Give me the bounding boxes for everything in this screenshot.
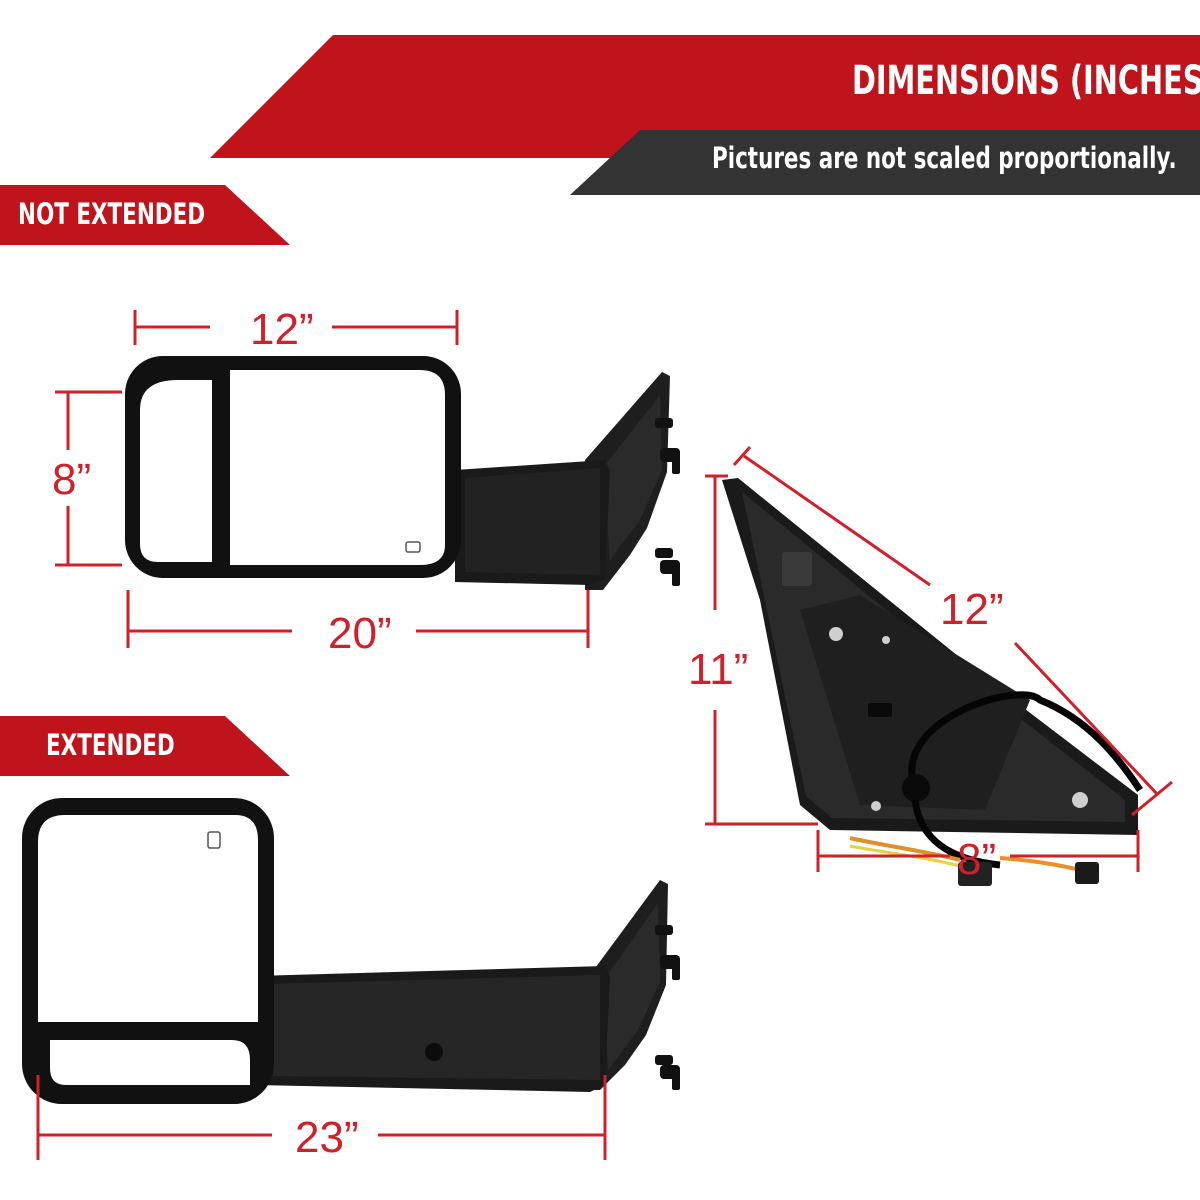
dimension-label-length-not-extended: 20” bbox=[328, 609, 392, 658]
mirror-glass-main bbox=[230, 370, 445, 565]
dimension-label-rear-height: 11” bbox=[688, 645, 749, 694]
mirror-rear-view bbox=[722, 478, 1143, 886]
dimension-lines-not-extended bbox=[55, 310, 590, 648]
heated-mirror-icon-extended bbox=[207, 831, 221, 849]
page-title: DIMENSIONS (INCHES) bbox=[852, 58, 1200, 104]
dimension-lines-rear bbox=[705, 446, 1173, 872]
extended-banner bbox=[0, 716, 290, 776]
dimension-label-rear-diagonal: 12” bbox=[940, 585, 1004, 634]
dimension-lines-extended bbox=[36, 1075, 607, 1160]
connector bbox=[782, 552, 812, 586]
mirror-not-extended bbox=[125, 356, 680, 590]
dimension-label-width: 12” bbox=[250, 305, 314, 354]
mount-studs bbox=[655, 418, 680, 586]
mirror-glass-main-extended bbox=[38, 815, 258, 1022]
page-subtitle: Pictures are not scaled proportionally. bbox=[712, 141, 1177, 175]
dimension-label-height: 8” bbox=[52, 455, 92, 504]
section-label-not-extended: NOT EXTENDED bbox=[18, 197, 206, 231]
section-label-extended: EXTENDED bbox=[46, 728, 175, 762]
dimension-label-length-extended: 23” bbox=[295, 1113, 359, 1162]
title-banner bbox=[210, 35, 1200, 158]
heated-mirror-icon bbox=[405, 541, 421, 553]
subtitle-banner bbox=[570, 130, 1200, 195]
mirror-extended bbox=[22, 798, 680, 1104]
not-extended-banner bbox=[0, 185, 290, 245]
mirror-glass-small bbox=[140, 380, 212, 562]
dimension-label-rear-base: 8” bbox=[957, 835, 997, 884]
plug bbox=[958, 862, 992, 886]
wiring-harness bbox=[908, 691, 1143, 792]
mount-studs-extended bbox=[655, 925, 680, 1090]
mirror-glass-small-extended bbox=[50, 1040, 250, 1085]
